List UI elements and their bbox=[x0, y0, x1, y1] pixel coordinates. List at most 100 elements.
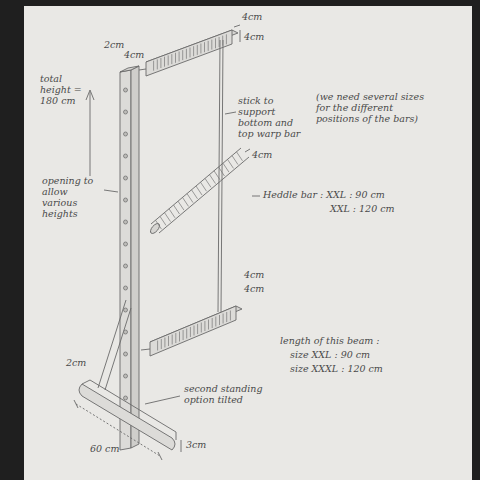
post-hole bbox=[124, 220, 128, 224]
notch bbox=[211, 40, 212, 50]
notch bbox=[200, 44, 201, 54]
notch bbox=[186, 329, 187, 339]
bar-grain bbox=[201, 182, 207, 191]
notch bbox=[160, 58, 161, 68]
notch bbox=[226, 312, 227, 322]
notch bbox=[223, 314, 224, 324]
bar-grain bbox=[205, 178, 211, 187]
note-label: total height = 180 cm bbox=[40, 74, 86, 107]
bar-grain bbox=[223, 163, 229, 172]
notch bbox=[186, 49, 187, 59]
dimension-label: 4cm bbox=[244, 284, 264, 295]
notch bbox=[208, 41, 209, 51]
bar-grain bbox=[187, 194, 193, 203]
post-holes bbox=[124, 88, 128, 400]
post-hole bbox=[124, 396, 128, 400]
post-hole bbox=[124, 154, 128, 158]
bar-grain bbox=[219, 167, 225, 176]
notch bbox=[204, 42, 205, 52]
notch bbox=[175, 53, 176, 63]
dimension-label: 2cm bbox=[66, 358, 86, 369]
bar-grain bbox=[178, 201, 184, 210]
post-hole bbox=[124, 110, 128, 114]
post-hole bbox=[124, 198, 128, 202]
notch bbox=[230, 311, 231, 321]
part-label: XXL : 120 cm bbox=[330, 204, 395, 215]
post-hole bbox=[124, 374, 128, 378]
notch bbox=[164, 57, 165, 67]
notch bbox=[157, 341, 158, 351]
post-hole bbox=[124, 264, 128, 268]
bar-grain bbox=[228, 159, 234, 168]
notch bbox=[201, 323, 202, 333]
paper bbox=[24, 6, 472, 480]
notch bbox=[164, 338, 165, 348]
bar-grain bbox=[169, 209, 175, 218]
dimension-label: 4cm bbox=[244, 270, 264, 281]
note-label: (we need several sizes for the different… bbox=[316, 92, 434, 125]
post-hole bbox=[124, 88, 128, 92]
notch bbox=[183, 330, 184, 340]
notch bbox=[197, 324, 198, 334]
dimension-label: 2cm bbox=[104, 40, 124, 51]
bar-grain bbox=[183, 197, 189, 206]
notch bbox=[171, 54, 172, 64]
bar-grain bbox=[156, 220, 162, 229]
bar-grain bbox=[174, 205, 180, 214]
notch bbox=[212, 318, 213, 328]
bar-grain bbox=[214, 171, 220, 180]
post-hole bbox=[124, 330, 128, 334]
dimension-label: 4cm bbox=[242, 12, 262, 23]
bar-grain bbox=[210, 175, 216, 184]
notch bbox=[168, 55, 169, 65]
notch bbox=[182, 50, 183, 60]
post-hole bbox=[124, 352, 128, 356]
notch bbox=[153, 61, 154, 71]
post-hole bbox=[124, 132, 128, 136]
notch bbox=[172, 335, 173, 345]
notch bbox=[193, 46, 194, 56]
notch bbox=[157, 59, 158, 69]
bar-grain bbox=[165, 213, 171, 222]
bar-grain bbox=[192, 190, 198, 199]
notch bbox=[215, 317, 216, 327]
notch bbox=[208, 320, 209, 330]
notch bbox=[194, 326, 195, 336]
notch bbox=[179, 332, 180, 342]
bar-grain bbox=[196, 186, 202, 195]
note-label: size XXL : 90 cm bbox=[290, 350, 370, 361]
notch bbox=[197, 45, 198, 55]
notch bbox=[190, 48, 191, 58]
note-label: size XXXL : 120 cm bbox=[290, 364, 383, 375]
note-label: length of this beam : bbox=[280, 336, 380, 347]
notch bbox=[168, 336, 169, 346]
post-hole bbox=[124, 286, 128, 290]
notch bbox=[175, 333, 176, 343]
notch bbox=[179, 52, 180, 62]
note-label: second standing option tilted bbox=[184, 384, 276, 406]
notch bbox=[204, 321, 205, 331]
dimension-label: 4cm bbox=[252, 150, 272, 161]
post-hole bbox=[124, 176, 128, 180]
notch bbox=[226, 34, 227, 44]
notch bbox=[219, 315, 220, 325]
post-hole bbox=[124, 242, 128, 246]
dimension-label: 60 cm bbox=[90, 444, 119, 455]
notch bbox=[190, 327, 191, 337]
dimension-label: 4cm bbox=[124, 50, 144, 61]
notch bbox=[161, 339, 162, 349]
part-label: Heddle bar : XXL : 90 cm bbox=[263, 190, 385, 201]
bar-grain bbox=[232, 156, 238, 165]
post-hole bbox=[124, 308, 128, 312]
bar-notches bbox=[154, 34, 243, 350]
bar-grain bbox=[237, 152, 243, 161]
notch bbox=[215, 38, 216, 48]
note-label: opening to allow various heights bbox=[42, 176, 102, 220]
bar-grain bbox=[160, 216, 166, 225]
note-label: stick to support bottom and top warp bar bbox=[238, 96, 310, 140]
notch bbox=[222, 36, 223, 46]
dimension-label: 4cm bbox=[244, 32, 264, 43]
dimension-label: 3cm bbox=[186, 440, 206, 451]
